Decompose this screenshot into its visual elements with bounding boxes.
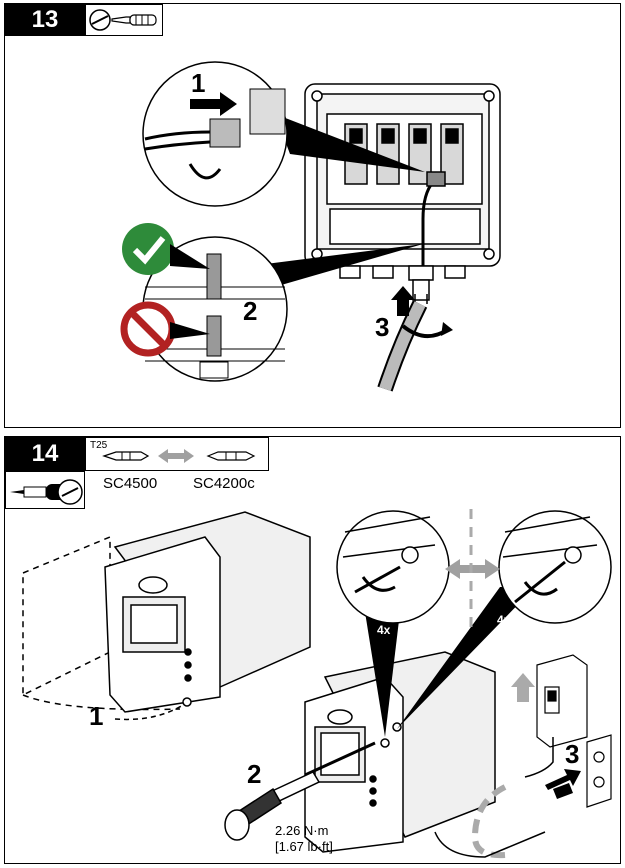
screwdriver-icon [89, 9, 157, 31]
torx-bit-icon [102, 451, 150, 461]
connector-detail-callout [142, 61, 425, 207]
bit-left-label: SC4500 [103, 475, 158, 492]
up-arrow [511, 673, 535, 702]
callout-pointer-left [361, 587, 403, 737]
plug-arrow [545, 769, 581, 790]
torque-metric: 2.26 N·m [275, 823, 329, 838]
flat-bit-icon [206, 451, 256, 461]
step-13-tool-box [85, 4, 163, 36]
wall-outlet-icon [586, 734, 612, 808]
switch-box-icon [536, 654, 588, 748]
repeat-count-right: 4x [497, 613, 511, 627]
callout-number-3: 3 [375, 312, 390, 342]
callout-number-2: 2 [243, 296, 258, 326]
step-14-tool-box [5, 471, 85, 509]
plug [553, 783, 573, 799]
callout-number-1: 1 [89, 701, 104, 731]
push-up-arrow [391, 286, 415, 316]
callout-number-1: 1 [191, 68, 206, 98]
step-13-panel: 13 [4, 3, 621, 428]
double-arrow-icon [158, 449, 194, 463]
torque-driver [224, 741, 376, 841]
torque-driver-icon [10, 479, 83, 505]
step-14-number: 14 [5, 437, 85, 471]
callout-number-3: 3 [565, 739, 580, 769]
repeat-count-left: 4x [377, 623, 391, 637]
check-icon [122, 223, 210, 275]
prohibited-icon [120, 301, 210, 357]
step-14-panel: 14 T25 SC4500 SC42 [4, 436, 621, 864]
callout-pointer-right [397, 587, 535, 729]
controller-unit-mounting [104, 511, 311, 713]
enclosure-open [304, 83, 501, 304]
torque-imperial: [1.67 lb·ft] [275, 839, 333, 854]
mount-arrow [114, 704, 184, 721]
gland-detail-callout [142, 236, 423, 382]
screw-detail-left [336, 510, 450, 624]
callout-number-2: 2 [247, 759, 262, 789]
step-13-illustration [120, 61, 501, 392]
step-14-illustration [22, 509, 612, 859]
screw-detail-right [498, 510, 612, 624]
bit-right-label: SC4200c [193, 475, 255, 492]
controller-unit-fastening [304, 651, 496, 853]
power-cable [524, 737, 554, 778]
bit-options-box: T25 [85, 437, 269, 471]
bit-type-label: T25 [90, 440, 108, 451]
step-13-number: 13 [5, 4, 85, 36]
